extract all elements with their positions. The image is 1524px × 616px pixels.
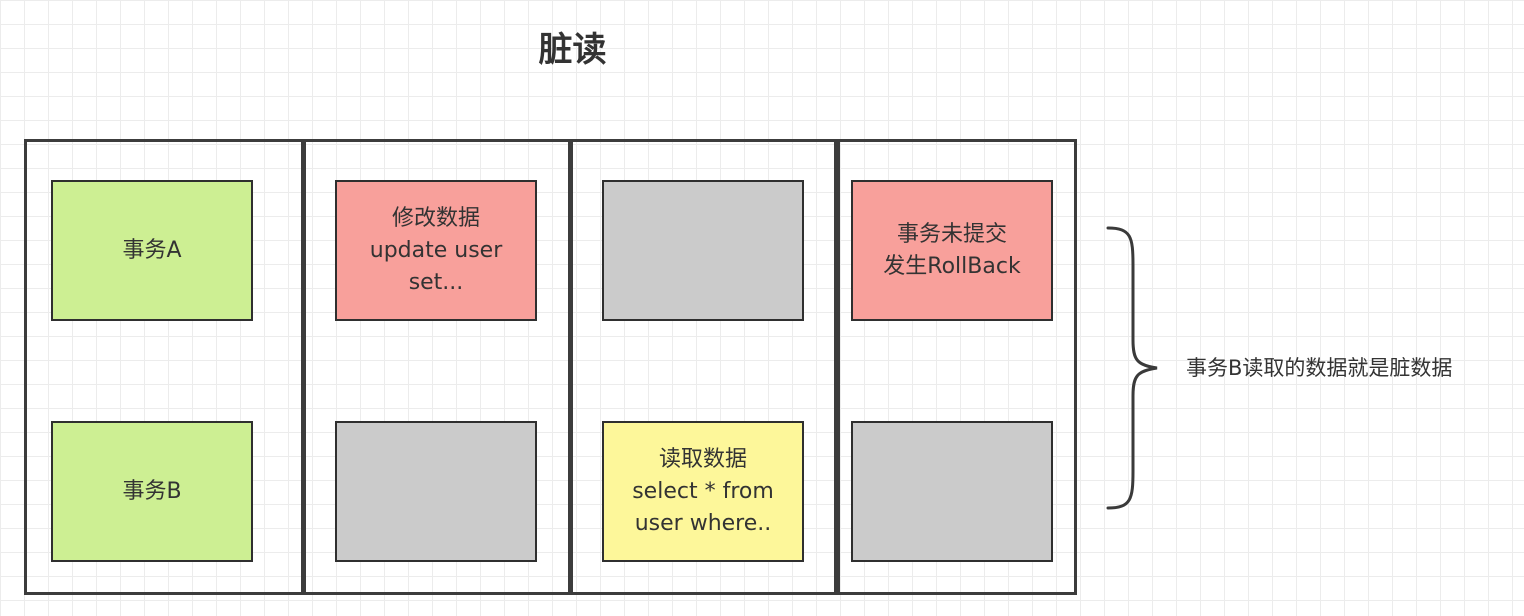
transaction-b-box: 事务B [51, 421, 253, 562]
column-step-3: 事务未提交 发生RollBack [834, 139, 1077, 595]
transaction-a-box: 事务A [51, 180, 253, 321]
curly-brace-icon [1106, 226, 1158, 510]
rollback-box: 事务未提交 发生RollBack [851, 180, 1053, 321]
column-transactions: 事务A 事务B [24, 139, 306, 595]
idle-box [851, 421, 1053, 562]
dirty-read-annotation: 事务B读取的数据就是脏数据 [1186, 356, 1453, 380]
idle-box [335, 421, 537, 562]
idle-box [602, 180, 804, 321]
read-data-box: 读取数据 select * from user where.. [602, 421, 804, 562]
update-data-box: 修改数据 update user set... [335, 180, 537, 321]
page-title: 脏读 [538, 30, 607, 70]
column-step-2: 读取数据 select * from user where.. [568, 139, 840, 595]
column-step-1: 修改数据 update user set... [301, 139, 573, 595]
